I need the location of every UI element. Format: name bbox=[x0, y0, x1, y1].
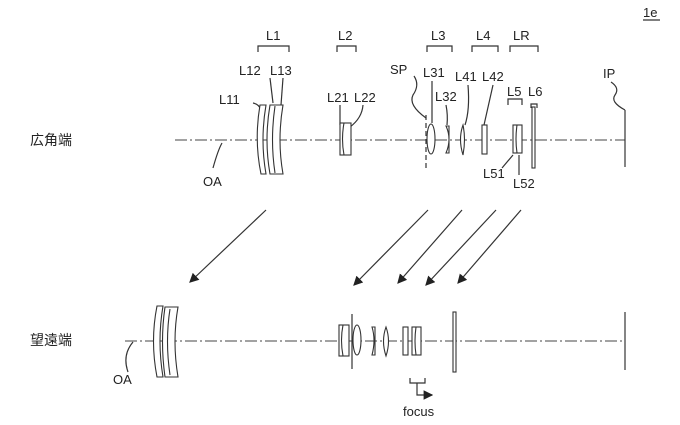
lens-L41 bbox=[459, 122, 466, 156]
lens-L11 bbox=[256, 104, 267, 175]
group-label-L1: L1 bbox=[266, 28, 280, 43]
lens-L13-edge bbox=[271, 105, 276, 174]
wide-angle-label: 広角端 bbox=[30, 133, 72, 149]
leader-lines bbox=[212, 75, 626, 175]
lens-L51-L52-tele bbox=[414, 326, 417, 356]
lens-L6 bbox=[531, 106, 536, 169]
lens-L32 bbox=[445, 125, 450, 154]
label-L21: L21 bbox=[327, 90, 349, 105]
label-L41: L41 bbox=[455, 69, 477, 84]
label-L13: L13 bbox=[270, 63, 292, 78]
lens-L41-tele bbox=[382, 325, 390, 358]
label-L11: L11 bbox=[219, 92, 240, 107]
group-brackets: L1 L2 L3 L4 LR bbox=[257, 28, 539, 108]
arrow-L4 bbox=[425, 209, 497, 286]
lens-L31-tele bbox=[352, 324, 362, 356]
lens-L21 bbox=[339, 122, 352, 156]
label-L42: L42 bbox=[482, 69, 504, 84]
label-L22: L22 bbox=[354, 90, 376, 105]
lens-L6-tele bbox=[452, 311, 457, 373]
lens-L2-tele bbox=[338, 324, 350, 357]
figure-id: 1e bbox=[643, 5, 657, 20]
lens-L22-tele bbox=[340, 324, 344, 357]
lens-L22 bbox=[341, 122, 345, 156]
lenses-wide bbox=[256, 104, 536, 175]
group-label-LR: LR bbox=[513, 28, 530, 43]
lens-L51-L52 bbox=[515, 124, 518, 154]
label-OA-tele: OA bbox=[113, 372, 132, 387]
arrow-L1 bbox=[189, 209, 267, 283]
lens-L12-L13-tele bbox=[161, 306, 179, 378]
lens-L32-tele bbox=[371, 326, 376, 356]
lens-L42 bbox=[481, 124, 488, 155]
label-SP: SP bbox=[390, 62, 407, 77]
zoom-movement-arrows bbox=[189, 209, 522, 286]
label-L31: L31 bbox=[423, 65, 445, 80]
focus-arrow bbox=[416, 383, 434, 400]
lens-L5 bbox=[512, 124, 523, 154]
group-label-L4: L4 bbox=[476, 28, 490, 43]
group-label-L3: L3 bbox=[431, 28, 445, 43]
leader-OA-tele bbox=[125, 341, 134, 373]
label-L52: L52 bbox=[513, 176, 535, 191]
lenses-tele bbox=[152, 305, 457, 378]
lens-L13-edge-tele bbox=[166, 308, 171, 376]
lens-L31 bbox=[426, 123, 436, 155]
arrow-L2-L3 bbox=[353, 209, 429, 286]
group-label-L2: L2 bbox=[338, 28, 352, 43]
label-L5: L5 bbox=[507, 84, 521, 99]
focus-label: focus bbox=[403, 404, 435, 419]
label-L12: L12 bbox=[239, 63, 261, 78]
arrow-LR bbox=[457, 209, 522, 284]
label-L32: L32 bbox=[435, 89, 457, 104]
telephoto-label: 望遠端 bbox=[30, 333, 72, 349]
lens-L11-tele bbox=[152, 305, 164, 378]
label-L6: L6 bbox=[528, 84, 542, 99]
lens-L5-tele bbox=[411, 326, 422, 356]
label-L51: L51 bbox=[483, 166, 505, 181]
arrow-L3 bbox=[397, 209, 463, 284]
focus-bracket bbox=[409, 378, 426, 384]
label-OA-wide: OA bbox=[203, 174, 222, 189]
lens-L42-tele bbox=[402, 326, 409, 356]
lens-L12 bbox=[266, 104, 284, 175]
label-IP: IP bbox=[603, 66, 615, 81]
